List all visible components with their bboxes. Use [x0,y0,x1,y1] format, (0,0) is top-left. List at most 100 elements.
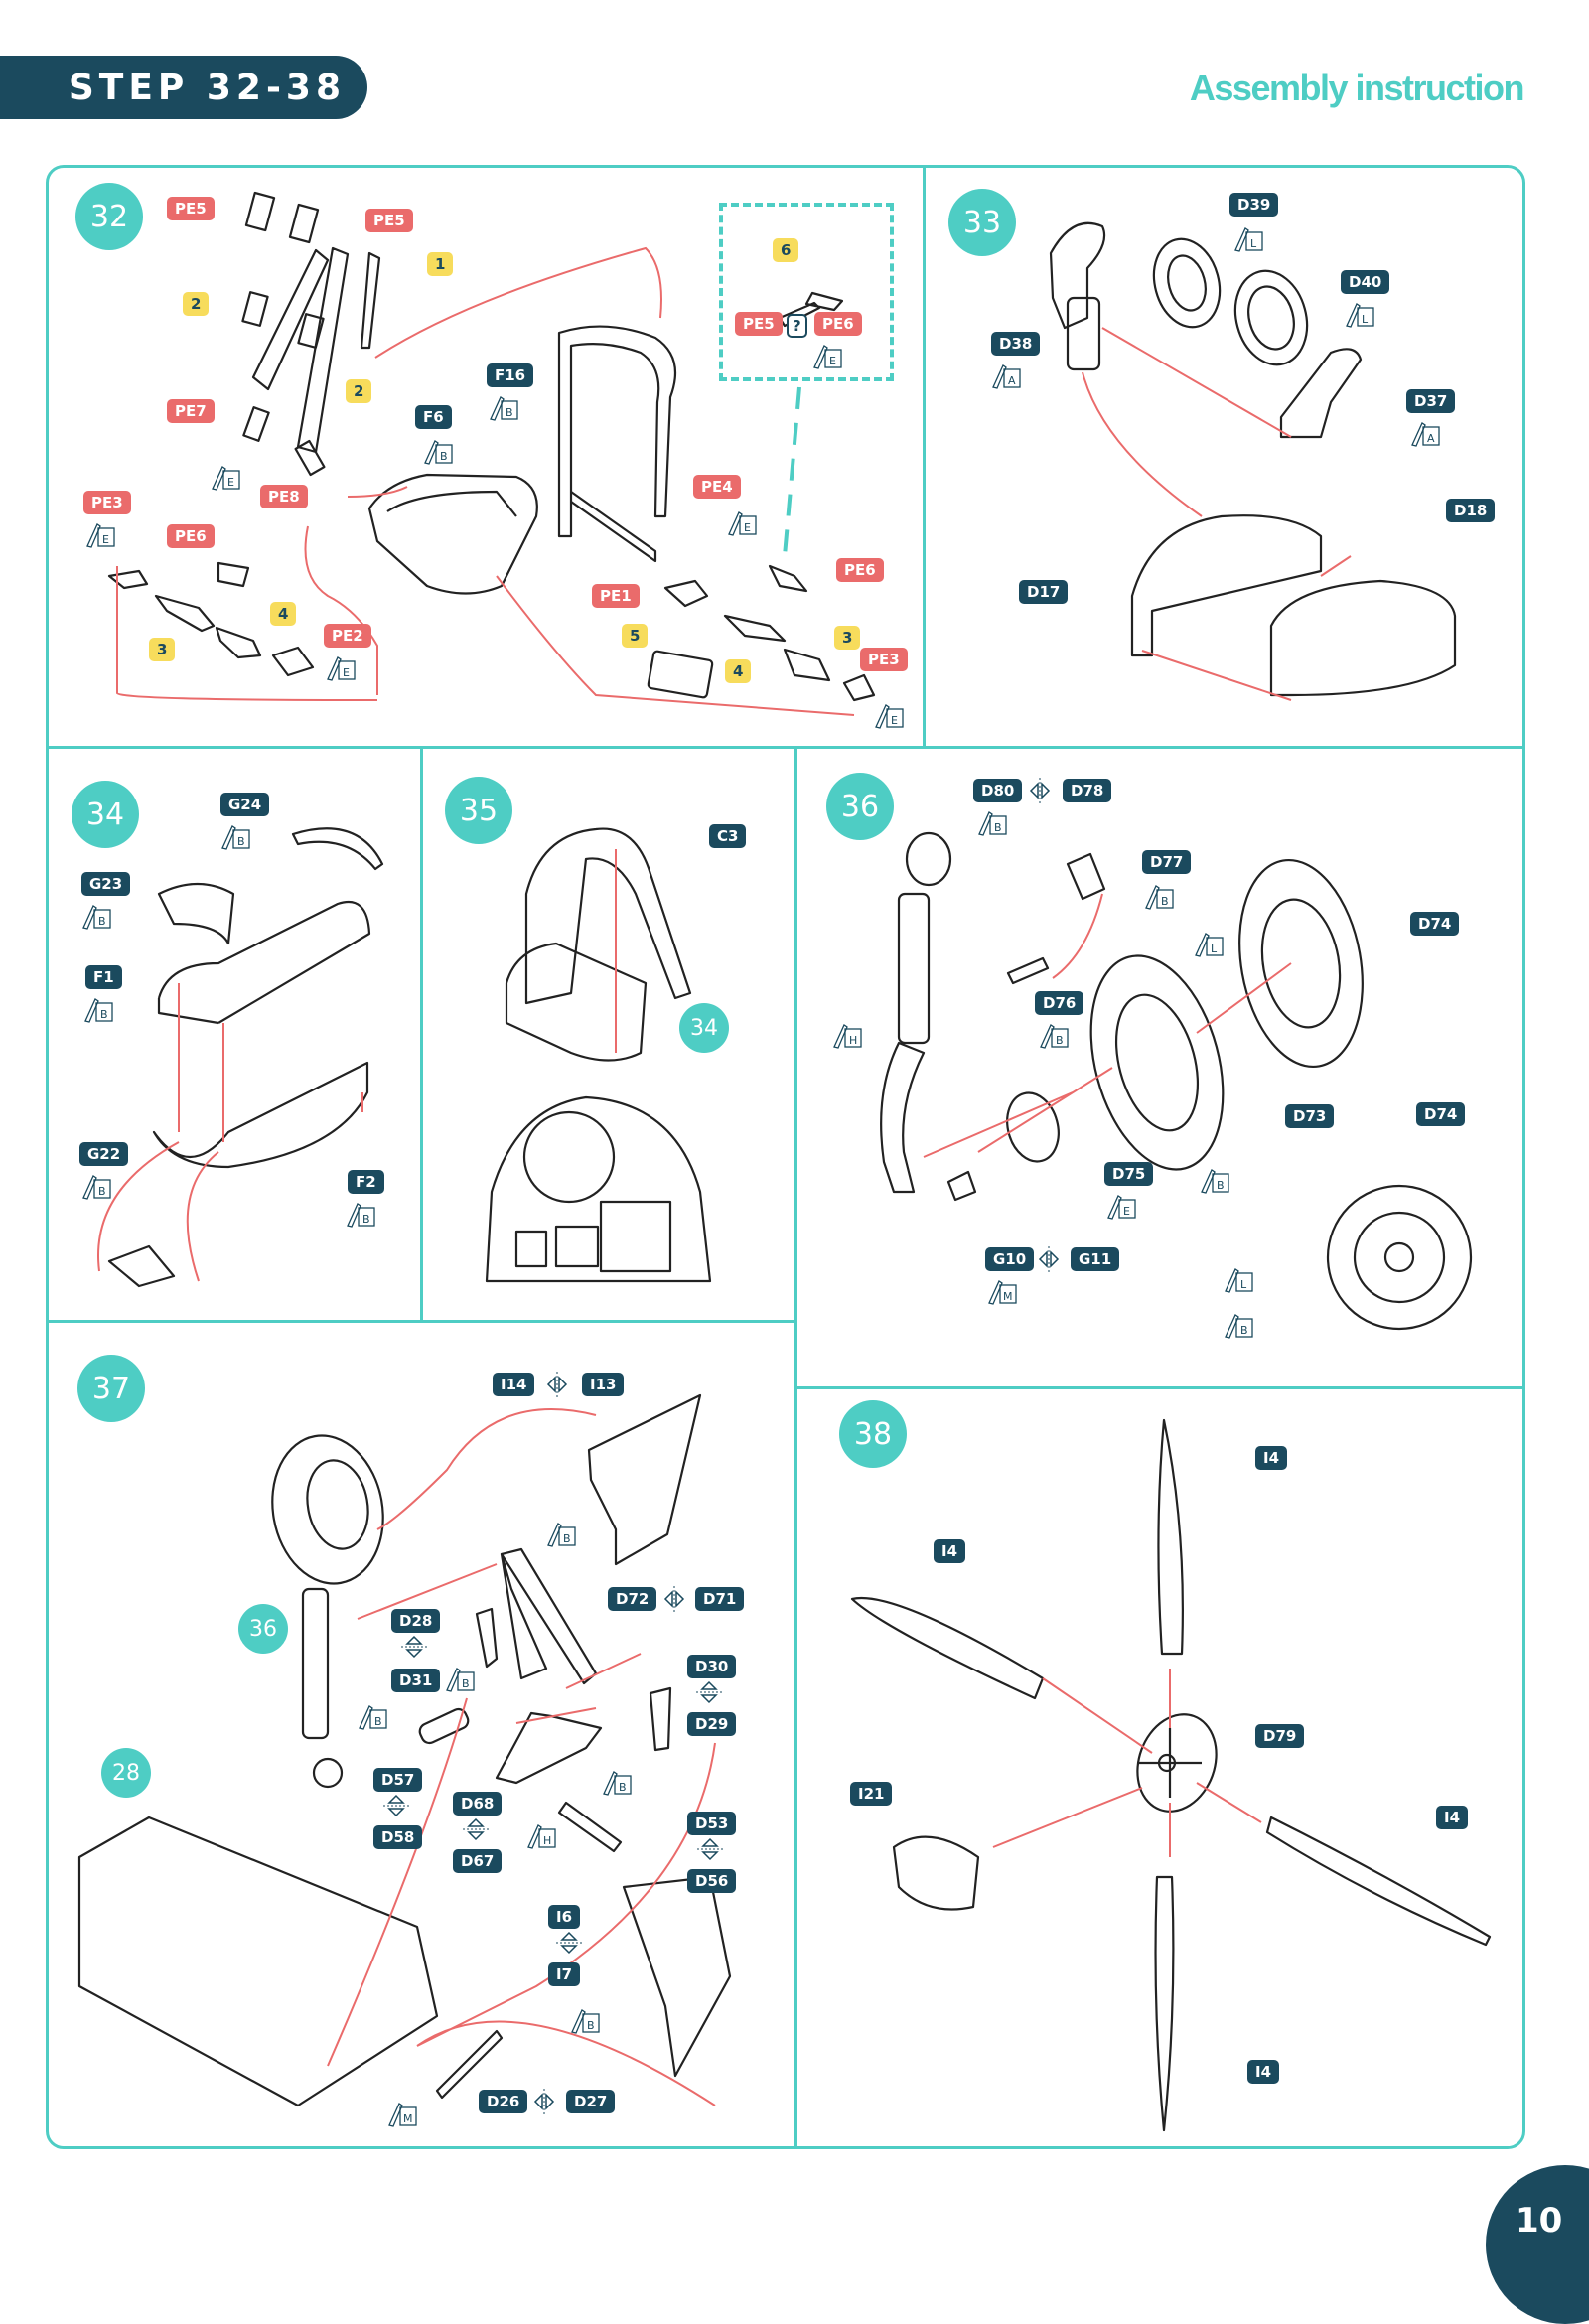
svg-text:M: M [403,2112,413,2125]
svg-text:L: L [1240,1278,1247,1291]
part-label: 5 [622,624,649,648]
svg-text:L: L [1250,237,1257,250]
part-label: D57 [373,1768,423,1792]
mirror-pair-icon [1037,1244,1061,1274]
part-label: PE2 [324,624,371,648]
document-title: Assembly instruction [1189,68,1525,108]
part-label: D79 [1255,1724,1305,1748]
paint-icon: B [344,1196,377,1230]
paint-icon: A [1408,415,1442,449]
svg-text:B: B [1161,895,1169,908]
part-label: D29 [687,1712,737,1736]
paint-icon: M [385,2096,419,2129]
part-label: D26 [479,2090,528,2113]
svg-text:E: E [343,666,350,679]
step-32-badge: 32 [75,183,143,250]
part-label: 4 [270,602,297,626]
part-label: D77 [1142,850,1192,874]
part-label: D53 [687,1812,737,1835]
svg-text:B: B [563,1532,571,1545]
part-label: D31 [391,1669,441,1692]
paint-icon: B [1222,1307,1255,1341]
mirror-pair-icon [545,1370,569,1399]
paint-icon: B [975,804,1009,838]
step-34-badge: 34 [72,781,139,848]
paint-icon: B [218,818,252,852]
part-label: 2 [346,379,372,403]
paint-icon: E [725,505,759,538]
svg-text:E: E [829,355,836,367]
divider-h-34-37 [46,1320,796,1323]
page-number: 10 [1516,2201,1563,2241]
part-label: PE6 [167,524,215,548]
part-label: PE1 [592,584,640,608]
paint-icon: E [872,697,906,731]
svg-text:E: E [744,521,751,534]
divider-v-35-36 [794,746,797,2149]
step-35-badge: 35 [445,777,512,844]
part-label: PE5 [167,197,215,220]
part-label: D72 [608,1587,657,1611]
part-label: D74 [1410,912,1460,936]
step-range-banner: STEP 32-38 [0,56,367,119]
part-label: D80 [973,779,1023,802]
paint-icon: B [487,389,520,423]
part-label: D78 [1063,779,1112,802]
paint-icon: B [1198,1162,1231,1196]
paint-icon: E [1104,1188,1138,1222]
divider-h-36-38 [794,1386,1525,1389]
part-label: PE6 [836,558,884,582]
svg-text:B: B [462,1677,470,1690]
svg-text:B: B [1056,1034,1064,1047]
svg-text:E: E [891,714,898,727]
tailwheel-illustration [1049,221,1457,697]
either-or-icon [693,1837,727,1861]
mirror-pair-icon [1028,776,1052,805]
svg-text:B: B [619,1781,627,1794]
part-label: D40 [1341,270,1390,294]
svg-text:B: B [98,1185,106,1198]
either-or-icon [552,1931,586,1955]
propeller-illustration [850,1418,1492,2132]
svg-text:B: B [98,915,106,928]
part-label: I14 [493,1373,535,1396]
paint-icon: A [989,358,1023,391]
seat-pan-illustration [367,473,538,595]
part-label: D68 [453,1792,503,1816]
step-37-ref-36: 36 [238,1604,288,1654]
part-label: F6 [415,405,452,429]
rear-bulkhead-illustration [485,827,712,1283]
mirror-pair-icon [532,2087,556,2116]
paint-icon: B [421,433,455,467]
svg-text:B: B [362,1213,370,1226]
part-label: I4 [1247,2060,1280,2084]
part-label: PE8 [260,485,308,508]
paint-icon: E [209,459,242,493]
part-label: I6 [548,1905,581,1929]
part-label: 6 [773,238,799,262]
either-or-icon [459,1817,493,1841]
step-36-badge: 36 [826,773,894,840]
svg-text:B: B [587,2019,595,2032]
step-38-badge: 38 [839,1400,907,1468]
svg-text:H: H [849,1034,857,1047]
part-label: G23 [81,872,131,896]
part-label: G11 [1071,1247,1120,1271]
either-or-icon [692,1680,726,1704]
svg-text:B: B [994,821,1002,834]
part-label: D39 [1229,193,1279,217]
part-label: 2 [183,292,210,316]
part-label: D58 [373,1825,423,1849]
paint-icon: B [1037,1017,1071,1051]
part-label: D28 [391,1609,441,1633]
paint-icon: H [524,1817,558,1851]
paint-icon: H [830,1017,864,1051]
part-label: 3 [834,626,861,650]
part-label: PE6 [814,312,862,336]
step-33-badge: 33 [948,189,1016,256]
part-label: D75 [1104,1162,1154,1186]
paint-icon: B [544,1516,578,1549]
paint-icon: L [1231,220,1265,254]
part-label: I13 [582,1373,625,1396]
either-or-icon [379,1794,413,1817]
